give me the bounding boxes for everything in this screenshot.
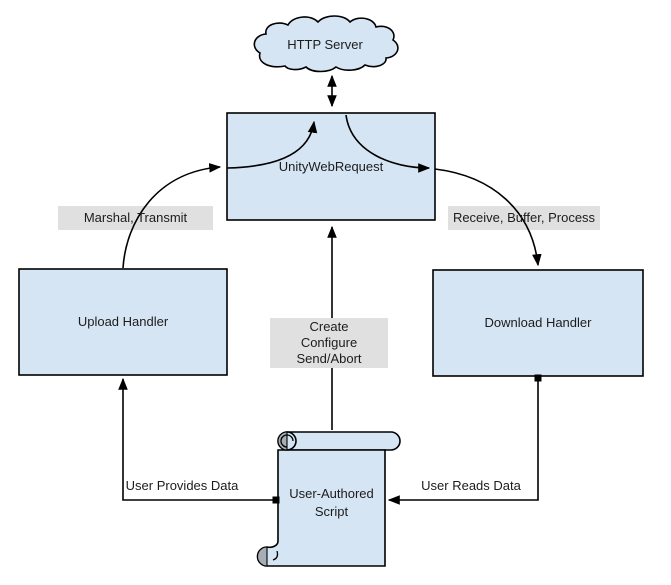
- curve-unitywebrequest-to-download: [434, 168, 542, 267]
- create-configure-chip-bg: [270, 318, 388, 368]
- unitywebrequest-box: [226, 112, 436, 221]
- upload-handler-box: [18, 268, 228, 376]
- line-script-to-upload: [118, 377, 280, 504]
- download-handler-box: [432, 269, 644, 377]
- http-server-cloud-shape: [253, 15, 399, 73]
- scroll-top-curl-inner: [280, 434, 294, 448]
- curve-internal-right-out: [345, 114, 431, 173]
- scroll-bottom-curl-inner: [272, 550, 279, 561]
- marshal-transmit-chip-bg: [58, 206, 213, 230]
- curve-upload-to-unitywebrequest: [122, 163, 222, 269]
- receive-buffer-process-chip-bg: [448, 206, 600, 230]
- scroll-top-roll: [286, 431, 401, 451]
- scroll-bottom-curl-shade: [256, 546, 268, 567]
- line-download-to-script: [387, 374, 542, 505]
- curve-internal-left-up: [226, 120, 318, 169]
- scroll-body: [256, 449, 386, 567]
